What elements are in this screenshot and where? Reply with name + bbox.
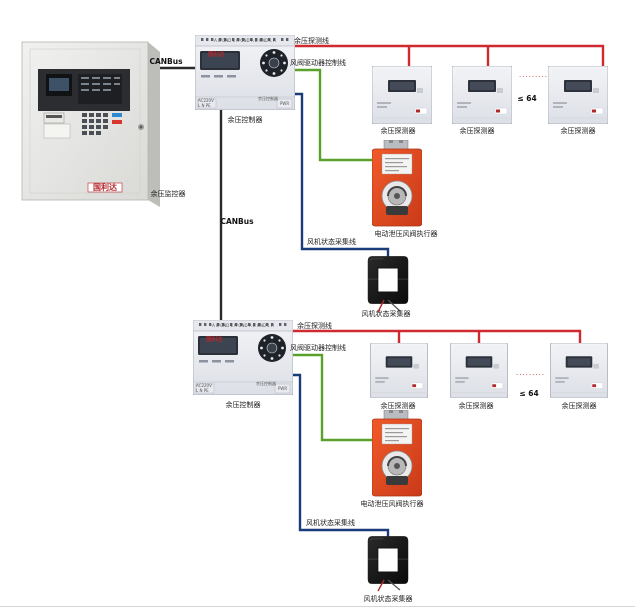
- controller-2-voltage: AC220V: [196, 383, 212, 388]
- controller-2-power: PWR: [278, 386, 287, 391]
- detector-bottom-count: ≤ 64: [519, 389, 538, 398]
- detector-top-count: ≤ 64: [517, 94, 536, 103]
- damper-actuator-top: [372, 140, 422, 227]
- sensor-line-label-top: 余压探测线: [294, 36, 329, 45]
- canbus-label-vertical: CANBus: [220, 217, 254, 226]
- fan-line-bottom: [292, 373, 390, 537]
- connection-lines: [148, 44, 605, 537]
- controller-1-label: 余压控制器: [228, 115, 263, 124]
- controller-1-power: PWR: [280, 101, 289, 106]
- controller-2-lnpe: L N PE: [196, 388, 209, 393]
- detector-top-3-label: 余压探测器: [561, 126, 596, 135]
- detector-top-2-label: 余压探测器: [460, 126, 495, 135]
- controller-2-label: 余压控制器: [226, 400, 261, 409]
- controller-2-pins: A B GND L H GND A B GND L H: [212, 323, 274, 328]
- controller-2-brand: 国利达: [206, 335, 223, 343]
- controller-1-voltage: AC220V: [198, 98, 214, 103]
- residual-pressure-controller-1: A B GND L H GND A B GND L H 国利达 AC220V L…: [195, 35, 295, 110]
- detector-top-1-label: 余压探测器: [381, 126, 416, 135]
- detector-bottom-1-label: 余压探测器: [381, 401, 416, 410]
- residual-pressure-controller-2: A B GND L H GND A B GND L H 国利达 AC220V L…: [193, 320, 293, 395]
- fan-status-sensor-top: [367, 255, 409, 313]
- controller-1-lnpe: L N PE: [198, 103, 211, 108]
- monitor-label: 余压监控器: [151, 189, 186, 198]
- controller-1-pins: A B GND L H GND A B GND L H: [214, 38, 276, 43]
- damper-line-bottom: [292, 353, 372, 442]
- detector-bottom-dots: ·········: [516, 371, 545, 379]
- controller-1-brand: 国利达: [208, 50, 225, 58]
- detector-bottom-3: [550, 343, 608, 398]
- bottom-divider: [0, 606, 635, 607]
- damper-line-top: [289, 68, 372, 162]
- damper-actuator-bottom: [372, 410, 422, 497]
- detector-top-3: [548, 66, 608, 124]
- sensor-line-label-bottom: 余压探测线: [297, 321, 332, 330]
- controller-2-side-text: 余压控制器: [256, 380, 276, 386]
- residual-pressure-monitor: 国利达: [21, 41, 160, 207]
- damper-line-label-bottom: 风阀驱动器控制线: [290, 343, 346, 352]
- detector-bottom-1: [370, 343, 428, 398]
- fan-sensor-bottom-label: 风机状态采集器: [364, 594, 413, 603]
- fan-line-label-bottom: 风机状态采集线: [306, 518, 355, 527]
- detector-top-2: [452, 66, 512, 124]
- sensor-line-top: [289, 44, 605, 70]
- detector-top-dots: ·········: [519, 73, 548, 81]
- monitor-brand-text: 国利达: [93, 182, 117, 192]
- detector-bottom-2-label: 余压探测器: [459, 401, 494, 410]
- controller-1-side-text: 余压控制器: [258, 95, 278, 101]
- fan-sensor-top-label: 风机状态采集器: [362, 309, 411, 318]
- fan-line-top: [289, 92, 390, 258]
- fan-status-sensor-bottom: [367, 535, 409, 592]
- detector-bottom-3-label: 余压探测器: [562, 401, 597, 410]
- detector-bottom-2: [450, 343, 508, 398]
- damper-line-label-top: 风阀驱动器控制线: [290, 58, 346, 67]
- fan-line-label-top: 风机状态采集线: [307, 237, 356, 246]
- detector-top-1: [372, 66, 432, 124]
- actuator-bottom-label: 电动泄压风阀执行器: [361, 499, 424, 508]
- actuator-top-label: 电动泄压风阀执行器: [375, 229, 438, 238]
- canbus-label-top: CANBus: [149, 57, 183, 66]
